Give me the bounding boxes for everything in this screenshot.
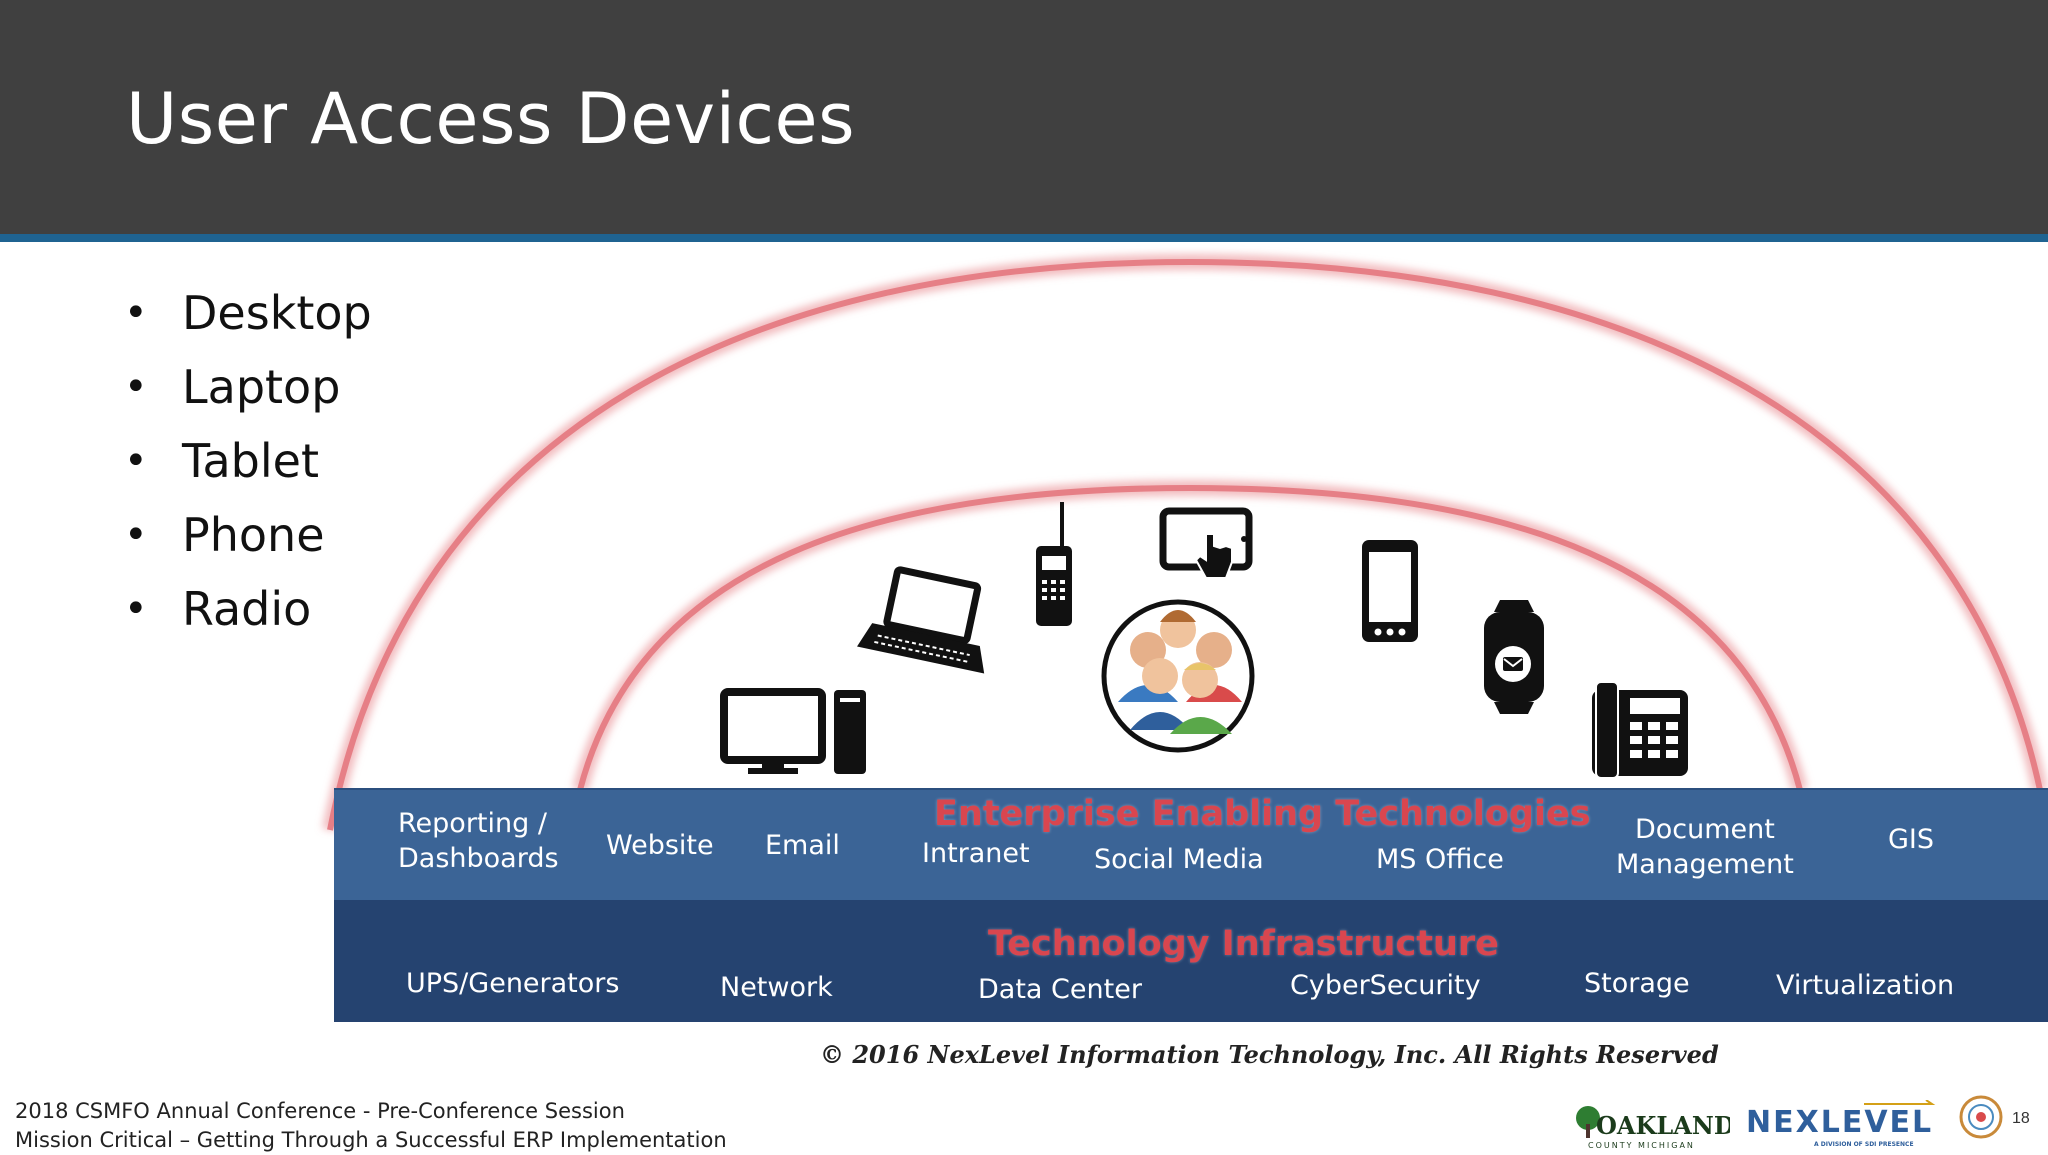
band-item-ms-office: MS Office [1376,844,1504,875]
infrastructure-band-title: Technology Infrastructure [988,924,1499,964]
title-bar [0,0,2048,234]
title-bar-rule [0,234,2048,242]
band-item-network: Network [720,972,833,1003]
inner-arc-line [577,484,1803,791]
infrastructure-band [334,900,2048,1022]
band-item-social-media: Social Media [1094,844,1264,875]
enterprise-band [334,788,2048,900]
bullet-text: Laptop [182,360,341,414]
enterprise-band-title: Enterprise Enabling Technologies [934,794,1591,834]
bullet-text: Desktop [182,286,372,340]
nexlevel-logo: NEXLEVEL A DIVISION OF SDI PRESENCE [1746,1100,1936,1148]
nexlevel-logo-text: NEXLEVEL [1746,1105,1933,1140]
bullet-dot: • [124,586,148,632]
band-item-website: Website [606,830,714,861]
band-item-email: Email [765,830,840,861]
oakland-logo-text: OAKLAND [1596,1111,1730,1140]
bullet-text: Phone [182,508,325,562]
copyright-notice: © 2016 NexLevel Information Technology, … [820,1040,1719,1069]
bullet-dot: • [124,512,148,558]
tablet-icon [1159,507,1253,579]
nexlevel-logo-subtext: A DIVISION OF SDI PRESENCE [1814,1141,1914,1148]
phone-icon [1362,540,1418,642]
radio-icon [1036,502,1072,626]
oakland-county-logo: OAKLAND COUNTY MICHIGAN [1576,1106,1730,1150]
band-item-gis: GIS [1888,824,1935,855]
desktop-icon [720,688,866,774]
band-item-document-management: Document Management [1616,814,1794,880]
bullet-dot: • [124,438,148,484]
footer-line-2: Mission Critical – Getting Through a Suc… [15,1128,727,1152]
band-item-reporting-dashboards: Reporting / Dashboards [398,808,559,874]
users-icon [1101,599,1255,753]
band-item-virtualization: Virtualization [1776,970,1955,1001]
desk-phone-icon [1592,681,1688,779]
smartwatch-icon [1484,600,1544,714]
band-item-ups-generators: UPS/Generators [406,968,620,999]
footer-text: 2018 CSMFO Annual Conference - Pre-Confe… [15,1097,727,1155]
bullet-text: Radio [182,582,312,636]
band-item-intranet: Intranet [922,838,1030,869]
band-item-data-center: Data Center [978,974,1142,1005]
csmfo-seal-logo [1959,1095,2003,1139]
bullet-dot: • [124,364,148,410]
bullet-dot: • [124,290,148,336]
band-item-storage: Storage [1584,968,1690,999]
slide-number: 18 [2012,1110,2030,1127]
laptop-icon [857,566,985,674]
oakland-logo-subtext: COUNTY MICHIGAN [1588,1141,1695,1150]
footer-line-1: 2018 CSMFO Annual Conference - Pre-Confe… [15,1099,625,1123]
slide-title: User Access Devices [126,78,856,160]
band-item-cybersecurity: CyberSecurity [1290,970,1481,1001]
outer-arc-line [327,258,2043,831]
bullet-text: Tablet [182,434,319,488]
